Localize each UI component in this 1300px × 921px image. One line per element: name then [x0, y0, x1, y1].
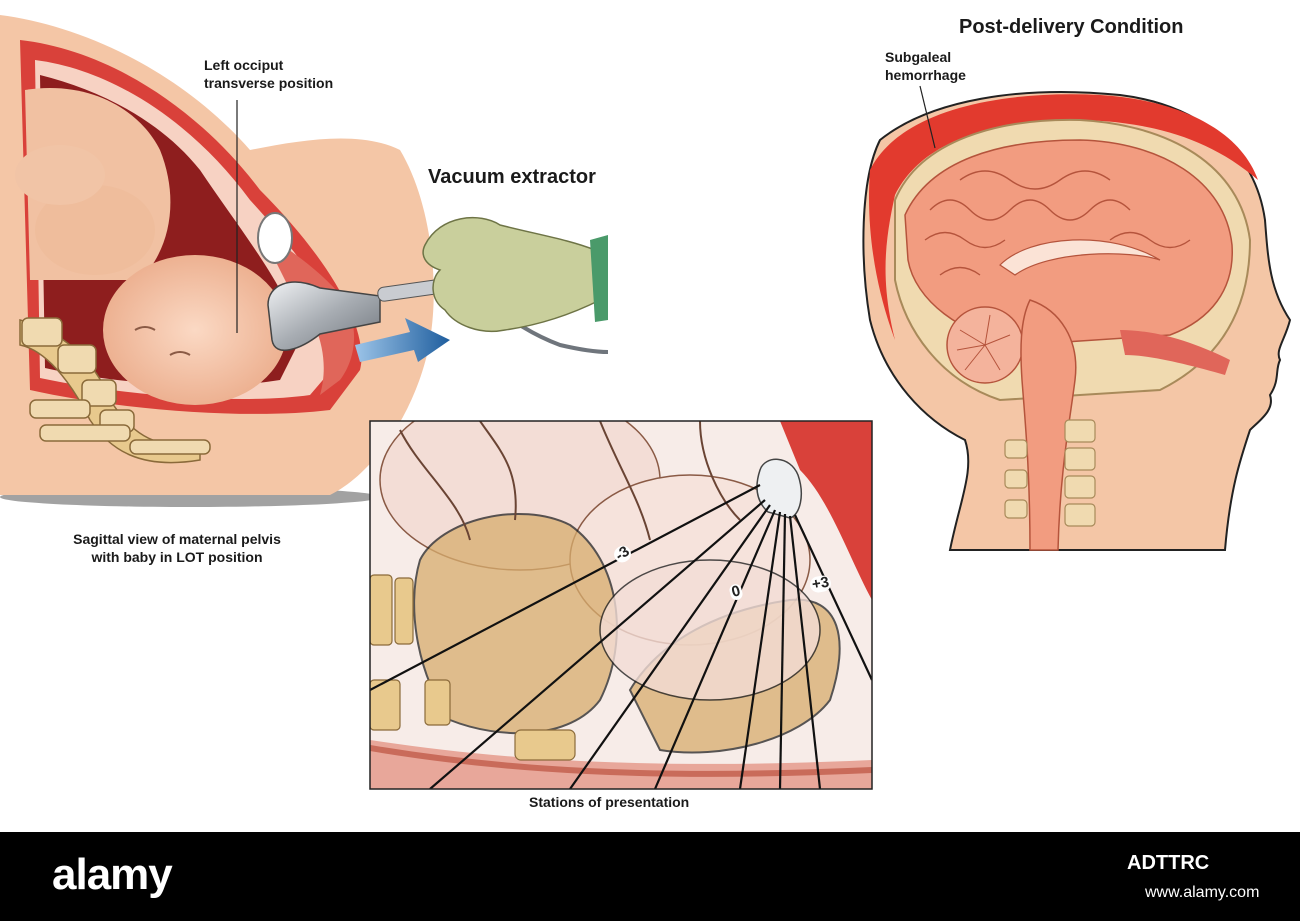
image-id: ADTTRC [1127, 852, 1210, 874]
stations-caption: Stations of presentation [529, 794, 690, 810]
subgaleal-label-line-1: Subgaleal [885, 49, 952, 65]
vacuum-extractor-label: Vacuum extractor [428, 166, 596, 188]
infant-head-illustration [862, 85, 1292, 551]
sagittal-caption-line-2: with baby in LOT position [91, 549, 263, 565]
left-occiput-label-line-1: Left occiput [204, 57, 284, 73]
site-url: www.alamy.com [1145, 884, 1260, 901]
left-occiput-label: Left occiput transverse position [204, 56, 333, 92]
watermark-footer: alamy ADTTRC www.alamy.com [0, 832, 1300, 921]
sagittal-caption-line-1: Sagittal view of maternal pelvis [73, 531, 281, 547]
subgaleal-label: Subgaleal hemorrhage [885, 48, 966, 84]
alamy-logo: alamy [52, 850, 173, 899]
maternal-pelvis-illustration [0, 15, 434, 507]
left-occiput-label-line-2: transverse position [204, 75, 334, 91]
subgaleal-label-line-2: hemorrhage [885, 67, 966, 83]
stations-inset [369, 420, 873, 790]
post-delivery-title: Post-delivery Condition [959, 16, 1184, 38]
vacuum-extractor-illustration [267, 217, 609, 362]
sagittal-caption: Sagittal view of maternal pelvis with ba… [52, 530, 302, 566]
